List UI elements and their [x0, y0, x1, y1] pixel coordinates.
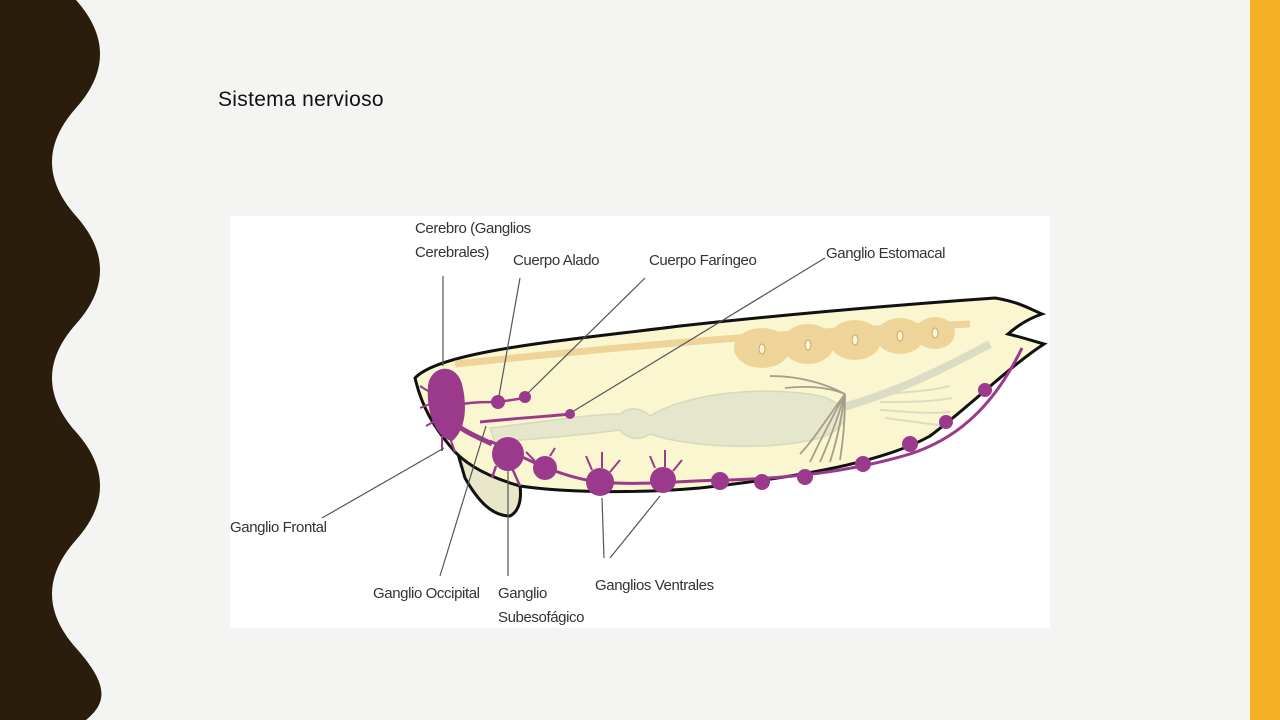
label-ganglio-estomacal: Ganglio Estomacal — [826, 245, 945, 262]
nervous-system-diagram: Cerebro (Ganglios Cerebrales) Cuerpo Ala… — [230, 216, 1050, 628]
ventral-ganglion — [797, 469, 813, 485]
brain-nerves — [419, 385, 456, 453]
leader-ventrales-1 — [601, 497, 605, 559]
ventral-ganglion — [650, 467, 676, 493]
ventral-ganglion — [711, 472, 729, 490]
malpighian-tubules — [769, 375, 846, 463]
slide-title: Sistema nervioso — [218, 88, 384, 111]
label-cuerpo-faringeo: Cuerpo Faríngeo — [649, 252, 756, 269]
label-ganglio-subesofagico-2: Subesofágico — [498, 609, 584, 626]
leader-ganglio-estomacal — [571, 257, 826, 413]
label-ganglio-occipital: Ganglio Occipital — [373, 585, 480, 602]
left-wavy-band — [0, 0, 102, 720]
fat-body-hole — [804, 339, 812, 351]
fat-body — [734, 317, 955, 368]
fat-body-hole — [931, 327, 939, 339]
fat-body-hole — [851, 334, 859, 346]
right-accent-bar — [1250, 0, 1280, 720]
ventral-ganglion — [978, 383, 992, 397]
leader-cuerpo-alado — [498, 277, 521, 397]
label-ganglios-ventrales: Ganglios Ventrales — [595, 577, 714, 594]
subesophageal-nerve — [510, 467, 522, 487]
cuerpo-faringeo-gland — [519, 391, 531, 403]
label-cuerpo-alado: Cuerpo Alado — [513, 252, 599, 269]
brain-connective — [450, 419, 494, 447]
ventral-ganglia — [533, 383, 992, 496]
ventral-ganglion — [939, 415, 953, 429]
cuerpo-alado-gland — [491, 395, 505, 409]
leader-ventrales-2 — [609, 495, 661, 559]
leader-ganglio-frontal — [321, 447, 445, 519]
ventral-nerve-cord — [489, 347, 1024, 485]
ventral-ganglion — [902, 436, 918, 452]
ventral-ganglion — [855, 456, 871, 472]
hindgut — [838, 340, 992, 412]
diagram-svg: Cerebro (Ganglios Cerebrales) Cuerpo Ala… — [230, 220, 1048, 626]
label-ganglio-frontal: Ganglio Frontal — [230, 519, 327, 536]
leader-cuerpo-faringeo — [526, 277, 646, 395]
fat-body-hole — [758, 343, 766, 355]
label-cerebro-2: Cerebrales) — [415, 244, 489, 261]
label-ganglio-subesofagico: Ganglio — [498, 585, 547, 602]
brain — [427, 368, 465, 441]
subesophageal-nerve — [490, 465, 498, 479]
ventral-ganglion — [754, 474, 770, 490]
label-cerebro: Cerebro (Ganglios — [415, 220, 531, 237]
ventral-ganglia-nerves — [525, 447, 683, 473]
ventral-ganglion — [533, 456, 557, 480]
leader-ganglio-occipital — [439, 425, 487, 577]
leader-lines — [321, 257, 826, 577]
subesophageal-ganglion — [492, 437, 524, 471]
fat-body-hole — [896, 330, 904, 342]
ventral-ganglion — [586, 468, 614, 496]
